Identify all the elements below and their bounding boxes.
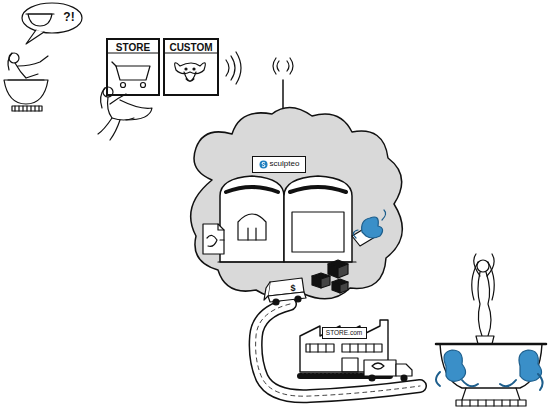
speech-bubble-outline <box>22 3 82 44</box>
sculpteo-logo <box>262 162 265 166</box>
bathtub <box>456 400 526 406</box>
sculpteo-sign-text: sculpteo <box>270 160 300 169</box>
3d-printer <box>226 187 346 192</box>
road <box>256 304 420 396</box>
shopping-woman <box>108 94 135 120</box>
shopping-woman <box>120 100 152 120</box>
delivery-truck-2 <box>396 364 412 376</box>
factory <box>310 344 374 352</box>
3d-printer <box>292 212 344 252</box>
printed-object <box>353 210 385 238</box>
cloud <box>191 107 403 298</box>
shipping-boxes <box>332 282 340 293</box>
3d-printer <box>218 176 380 262</box>
screen-icons <box>175 63 206 74</box>
shopping-woman <box>98 118 120 140</box>
shopping-woman <box>101 88 105 108</box>
delivery-truck-2 <box>372 363 384 369</box>
speech-bubble-outline <box>26 30 44 44</box>
factory <box>342 358 358 372</box>
road <box>256 304 420 396</box>
custom-screen-text: CUSTOM <box>169 42 212 53</box>
screen-icons <box>193 68 195 70</box>
road <box>256 304 420 396</box>
speech-bubble-outline <box>28 14 52 26</box>
screen-icons <box>141 83 146 88</box>
wifi-signal <box>226 52 241 84</box>
shipping-boxes <box>312 260 348 293</box>
delivery-truck <box>295 296 301 302</box>
sculpteo-logo <box>259 160 268 169</box>
speech-bubble: ?! <box>58 9 80 27</box>
shipping-boxes <box>321 276 330 288</box>
store-screen: STORE <box>106 38 160 96</box>
factory <box>300 320 388 372</box>
wifi-signal <box>226 52 241 84</box>
mermaid-statue <box>472 254 495 344</box>
truck-label: $ <box>286 282 300 296</box>
3d-printer <box>238 214 266 240</box>
antenna <box>282 80 284 112</box>
tub-octopus-feet <box>436 372 478 386</box>
store-screen-text: STORE <box>116 42 150 53</box>
sculpteo-logo <box>259 161 267 169</box>
sculpteo-sign: sculpteo <box>252 156 306 173</box>
design-file <box>203 224 224 254</box>
bathtub <box>462 388 520 400</box>
shipping-boxes <box>340 282 348 293</box>
design-file <box>203 224 224 254</box>
tub-octopus-feet <box>519 350 542 381</box>
printed-object <box>353 210 385 238</box>
mermaid-statue <box>478 272 491 336</box>
bathtub <box>462 400 518 406</box>
bath-woman <box>4 80 48 104</box>
bathtub <box>436 344 546 406</box>
cloud <box>191 107 403 298</box>
bath-woman <box>4 53 48 111</box>
bath-woman <box>15 56 48 78</box>
design-file <box>220 239 224 240</box>
mermaid-statue <box>477 260 489 272</box>
antenna <box>273 58 293 112</box>
bathtub <box>436 343 546 346</box>
bath-woman <box>8 79 44 80</box>
bath-woman <box>8 53 12 70</box>
screen-icons <box>184 72 196 82</box>
screen-icons <box>185 68 187 70</box>
tub-octopus-feet <box>444 350 466 381</box>
factory-sign-text: STORE.com <box>326 329 362 336</box>
custom-screen: CUSTOM <box>163 38 219 96</box>
mermaid-statue <box>474 254 494 276</box>
antenna <box>273 58 293 74</box>
delivery-truck-2 <box>364 360 412 381</box>
tub-octopus-feet <box>436 350 543 390</box>
delivery-truck <box>273 299 279 305</box>
shipping-boxes <box>338 264 348 278</box>
delivery-truck-2 <box>401 375 407 381</box>
delivery-truck-2 <box>369 375 375 381</box>
road <box>256 304 420 396</box>
screen-icons <box>116 66 150 80</box>
3d-printer <box>248 228 256 240</box>
bath-woman <box>12 106 42 111</box>
speech-bubble-outline <box>26 13 54 14</box>
shipping-boxes <box>312 276 321 288</box>
factory-sign: STORE.com <box>322 327 367 339</box>
delivery-truck <box>264 278 306 305</box>
screen-icons <box>121 83 126 88</box>
delivery-truck-2 <box>364 360 396 376</box>
speech-bubble-outline <box>22 3 82 33</box>
printed-object <box>362 217 383 238</box>
screen-icons <box>112 62 116 66</box>
speech-bubble-text: ?! <box>63 11 74 24</box>
screen-icons <box>108 52 158 94</box>
factory <box>306 344 382 352</box>
bathtub <box>440 344 542 388</box>
design-file <box>207 224 224 246</box>
bath-woman <box>15 106 39 111</box>
tub-octopus-feet <box>500 374 543 390</box>
truck-label-text: $ <box>290 284 295 294</box>
